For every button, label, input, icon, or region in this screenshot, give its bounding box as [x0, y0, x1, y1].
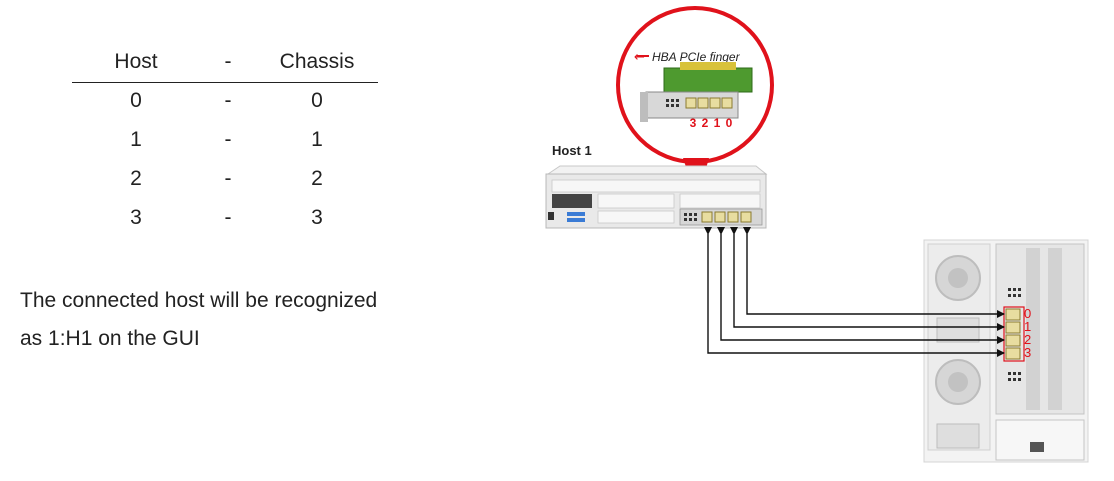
- hba-port-number: 3: [690, 116, 697, 130]
- hba-callout: ← HBA PCIe finger 3 2 1 0: [616, 6, 774, 200]
- table-row: 1 - 1: [72, 122, 378, 161]
- chassis-port: 0: [311, 89, 323, 112]
- description-line-2: as 1:H1 on the GUI: [20, 327, 200, 350]
- table-row: 0 - 0: [72, 83, 378, 122]
- table-row: 3 - 3: [72, 200, 378, 239]
- chassis-port-number: 1: [1024, 319, 1031, 334]
- host-port: 2: [130, 167, 142, 190]
- chassis-port-number: 0: [1024, 306, 1031, 321]
- host-port: 1: [130, 128, 142, 151]
- hba-port-number: 1: [714, 116, 721, 130]
- host-port: 0: [130, 89, 142, 112]
- storage-chassis: [923, 239, 1089, 463]
- separator: -: [224, 89, 232, 112]
- table-row: 2 - 2: [72, 161, 378, 200]
- hba-port-number: 2: [702, 116, 709, 130]
- description-text: The connected host will be recognized as…: [20, 282, 377, 358]
- chassis-port-number: 3: [1024, 345, 1031, 360]
- sas-cables: [704, 227, 1005, 357]
- host-port: 3: [130, 206, 142, 229]
- host-server: [545, 165, 768, 229]
- chassis-port: 3: [311, 206, 323, 229]
- separator: -: [224, 128, 232, 151]
- hba-card: [640, 62, 753, 122]
- chassis-port: 1: [311, 128, 323, 151]
- description-line-1: The connected host will be recognized: [20, 289, 378, 312]
- header-chassis: Chassis: [279, 50, 355, 73]
- callout-label: HBA PCIe finger: [652, 50, 741, 64]
- header-separator: -: [224, 50, 232, 73]
- header-host: Host: [114, 50, 158, 73]
- separator: -: [224, 206, 232, 229]
- host-label: Host 1: [552, 143, 592, 158]
- host-chassis-mapping-table: Host - Chassis 0 - 0 1 - 1 2 - 2 3 - 3: [72, 44, 378, 239]
- separator: -: [224, 167, 232, 190]
- callout-arrow-icon: ←: [634, 50, 645, 65]
- chassis-port: 2: [311, 167, 323, 190]
- hba-port-number: 0: [726, 116, 733, 130]
- chassis-port-number: 2: [1024, 332, 1031, 347]
- table-header: Host - Chassis: [72, 44, 378, 83]
- sas-cable-3: [704, 227, 1005, 357]
